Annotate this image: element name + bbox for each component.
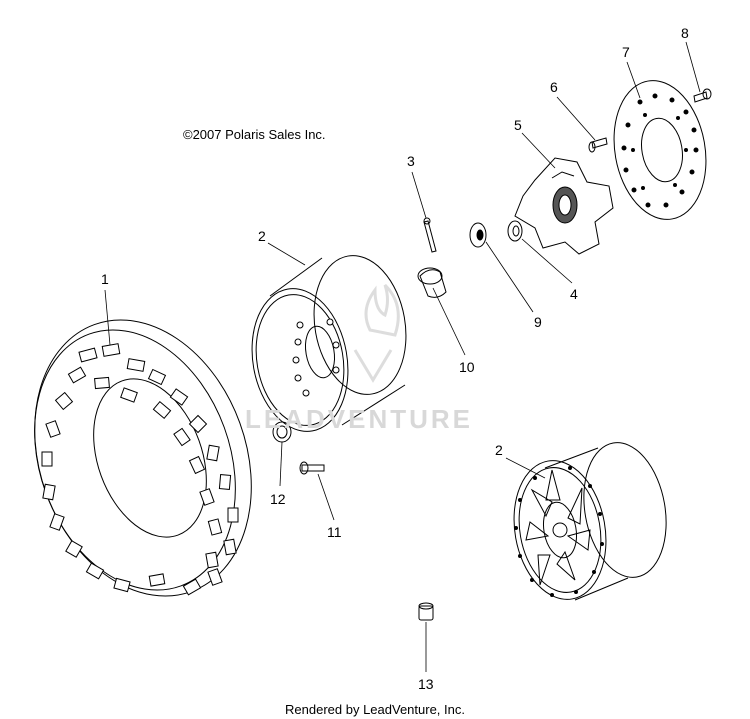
callout-2-front-rim: 2	[495, 442, 503, 458]
callout-7: 7	[622, 44, 630, 60]
callout-3: 3	[407, 153, 415, 169]
leader-lines	[104, 41, 701, 672]
footer-credit: Rendered by LeadVenture, Inc.	[285, 702, 465, 717]
brake-disc	[613, 80, 707, 220]
callout-12: 12	[270, 491, 286, 507]
callout-13: 13	[418, 676, 434, 692]
callout-2-rear-rim: 2	[258, 228, 266, 244]
disc-bolt	[693, 88, 712, 103]
callout-6: 6	[550, 79, 558, 95]
lug-stud	[299, 461, 325, 475]
tire	[34, 319, 252, 597]
callout-1: 1	[101, 271, 109, 287]
watermark-logo	[353, 283, 400, 383]
cotter-pin	[423, 217, 437, 253]
washer	[507, 220, 523, 242]
callout-8: 8	[681, 25, 689, 41]
valve-stem	[418, 602, 434, 621]
watermark-text: LEADVENTURE	[245, 404, 474, 434]
rear-wheel-rim	[251, 255, 407, 432]
callout-4: 4	[570, 286, 578, 302]
copyright-text: ©2007 Polaris Sales Inc.	[183, 127, 326, 142]
front-wheel-rim	[513, 442, 667, 601]
hub-bolt	[588, 137, 608, 153]
callout-11: 11	[327, 524, 342, 540]
hub-cap	[417, 267, 447, 298]
hub	[514, 157, 614, 255]
callout-10: 10	[459, 359, 475, 375]
castle-nut	[469, 222, 487, 248]
callout-9: 9	[534, 314, 542, 330]
callout-5: 5	[514, 117, 522, 133]
